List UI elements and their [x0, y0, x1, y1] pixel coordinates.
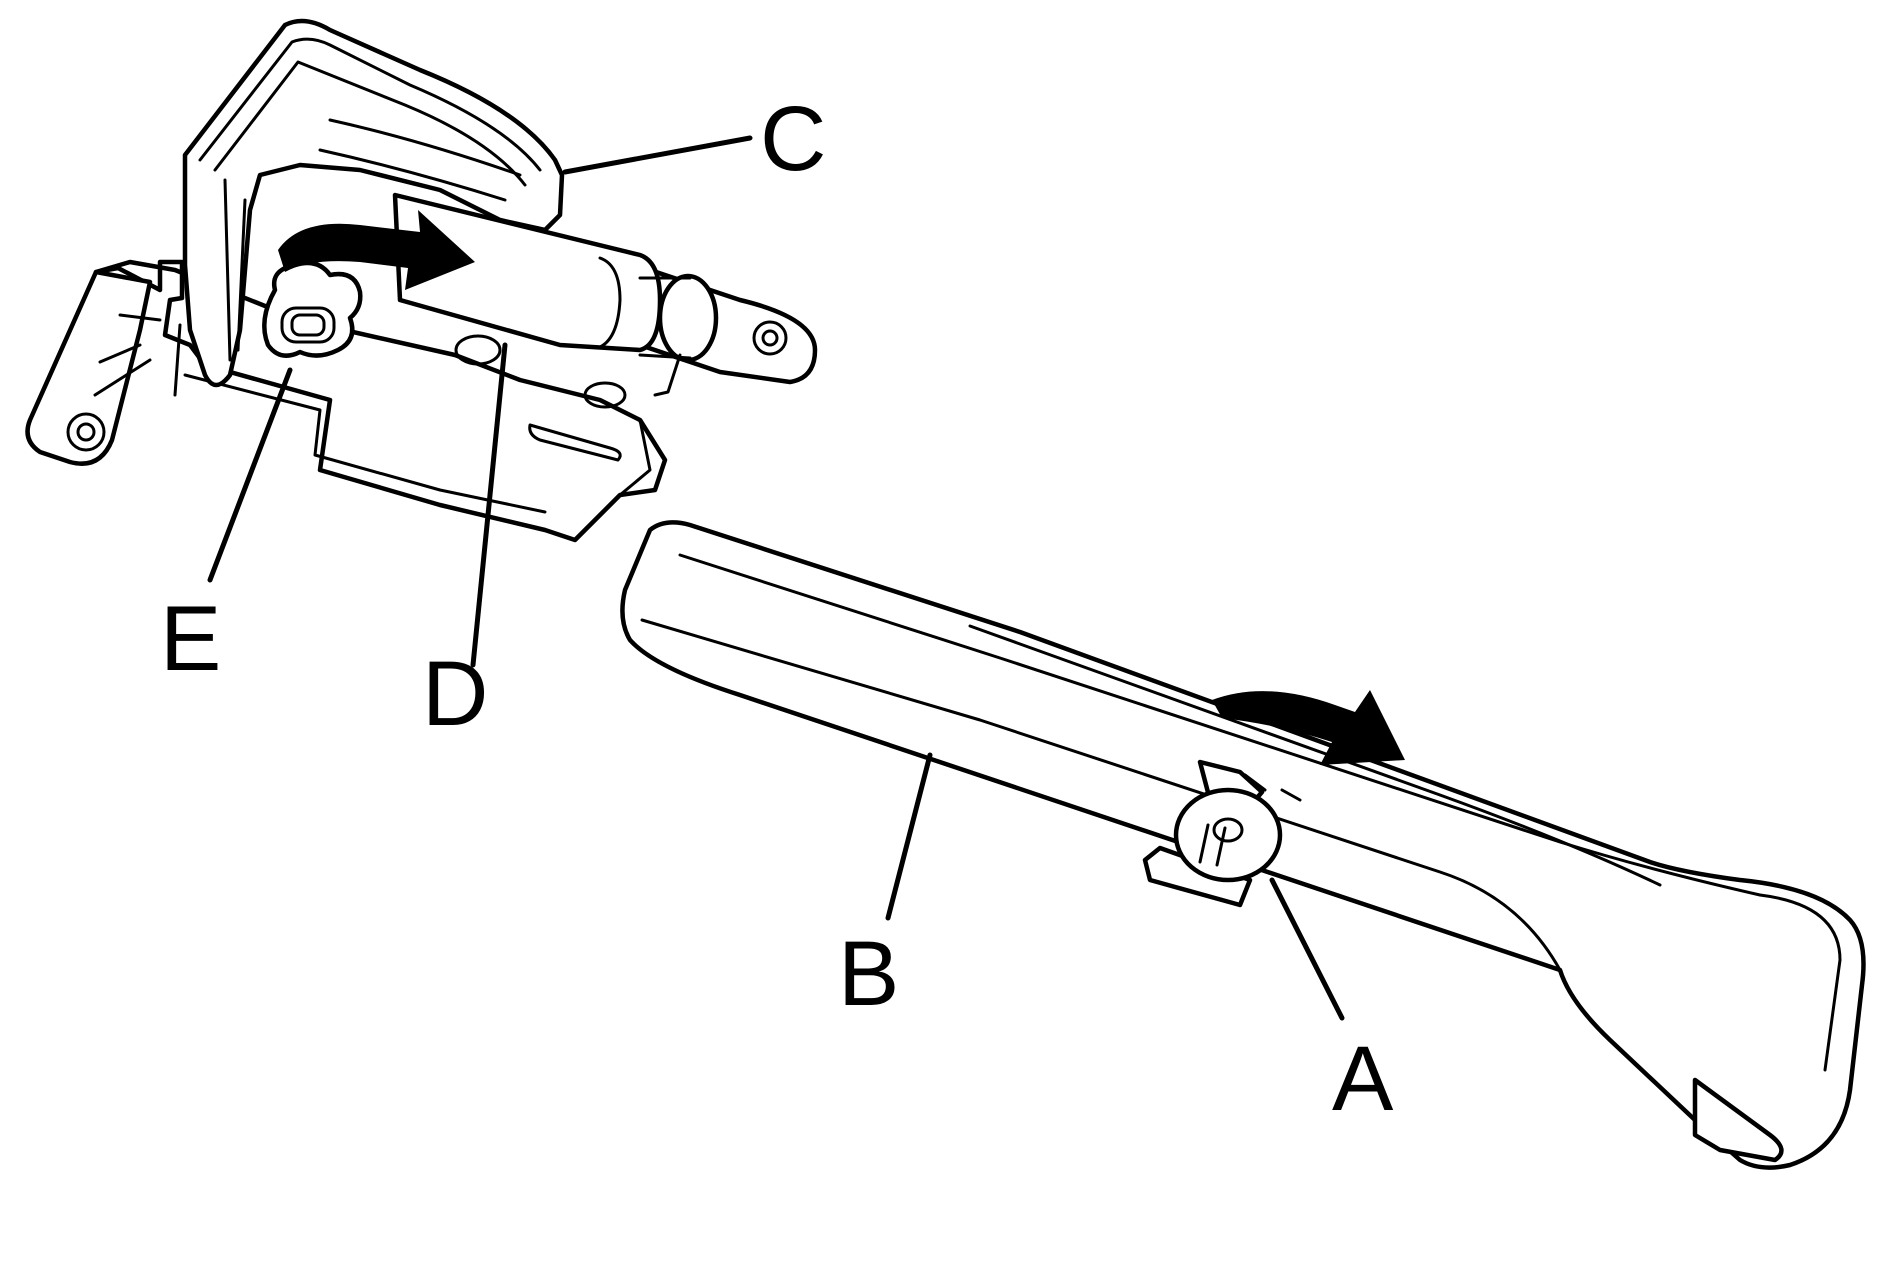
- label-d: D: [422, 643, 488, 745]
- cover-assembly: [620, 520, 1866, 1170]
- label-b: B: [838, 923, 899, 1025]
- retainer-clip: [1142, 845, 1253, 908]
- knob-slot: [280, 306, 336, 344]
- plate-hole: [454, 334, 502, 366]
- cable-cylinder: [392, 192, 663, 353]
- plate-slot: [528, 423, 622, 462]
- rotation-arrow-icon: [278, 210, 475, 290]
- label-c: C: [760, 88, 826, 190]
- cover-tab: [1692, 1077, 1784, 1163]
- leader-c: [562, 135, 753, 175]
- leader-a: [1269, 877, 1345, 1021]
- leader-e: [207, 367, 293, 583]
- label-e: E: [160, 588, 221, 690]
- rotation-arrow-icon: [1212, 690, 1405, 765]
- cylinder-cap: [657, 273, 719, 363]
- leader-d: [470, 342, 508, 668]
- fastener-disc: [1173, 787, 1283, 883]
- right-bolt: [752, 320, 788, 356]
- plate-left-foot: [25, 269, 153, 466]
- bracket-assembly: [25, 18, 818, 543]
- leader-b: [885, 752, 933, 921]
- left-bolt: [66, 412, 106, 452]
- plate-hole: [583, 381, 627, 409]
- label-a: A: [1332, 1028, 1394, 1130]
